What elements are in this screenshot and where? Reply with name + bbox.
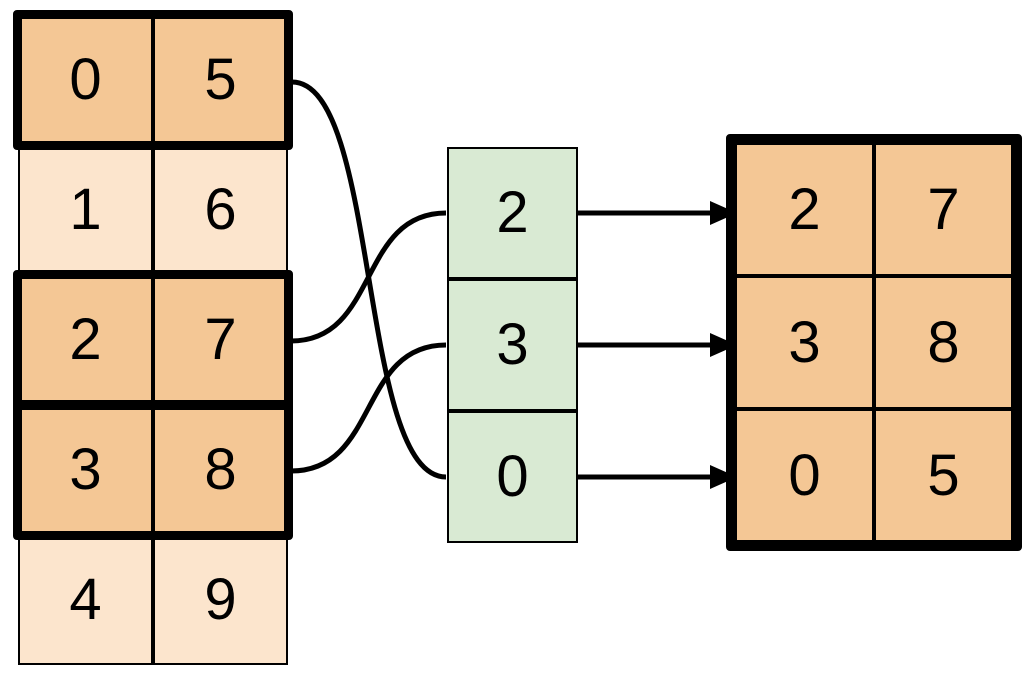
source-cell-r4c0: 4 (18, 535, 153, 665)
source-cell-r1c1: 6 (153, 145, 288, 275)
source-cell-r3c0: 3 (18, 405, 153, 535)
index-cell-0: 2 (447, 147, 578, 279)
result-cell-r2c1: 5 (874, 409, 1013, 542)
arrowhead-index1-to-result-row1 (710, 333, 737, 357)
result-cell-r0c1: 7 (874, 143, 1013, 276)
index-cell-2: 0 (447, 411, 578, 543)
source-cell-r3c1: 8 (153, 405, 288, 535)
index-cell-1: 3 (447, 279, 578, 411)
arrowhead-index0-to-result-row0 (710, 201, 737, 225)
source-cell-r4c1: 9 (153, 535, 288, 665)
arrowhead-index2-to-result-row2 (710, 465, 737, 489)
source-cell-r0c0: 0 (18, 15, 153, 145)
result-cell-r1c1: 8 (874, 276, 1013, 409)
result-cell-r2c0: 0 (735, 409, 874, 542)
curve-source-row0-to-index2 (291, 79, 447, 480)
curve-source-row3-to-index1 (290, 342, 447, 474)
source-cell-r1c0: 1 (18, 145, 153, 275)
result-cell-r0c0: 2 (735, 143, 874, 276)
curve-source-row2-to-index0 (290, 210, 447, 344)
source-cell-r2c1: 7 (153, 275, 288, 405)
source-cell-r2c0: 2 (18, 275, 153, 405)
source-cell-r0c1: 5 (153, 15, 288, 145)
result-cell-r1c0: 3 (735, 276, 874, 409)
